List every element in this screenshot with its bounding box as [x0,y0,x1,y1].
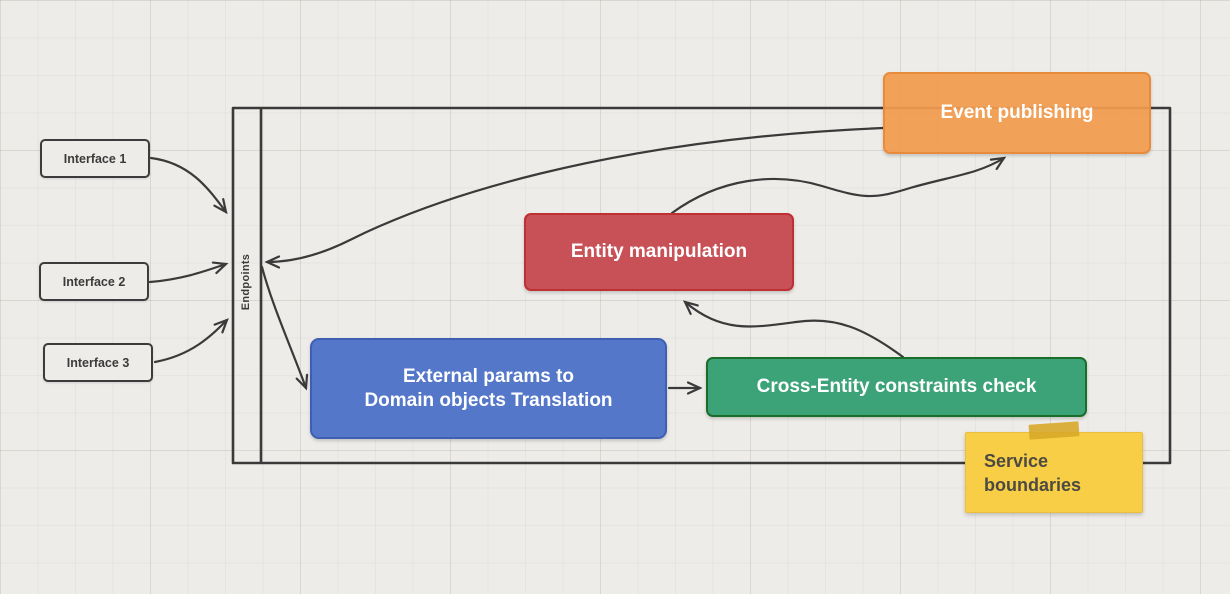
edge-interface-2-to-endpoints[interactable] [148,261,229,284]
interface-2-label: Interface 2 [62,274,126,289]
entity-manipulation-label: Entity manipulation [570,241,748,263]
constraints-check-box[interactable]: Cross-Entity constraints check [706,357,1087,417]
interface-3-label: Interface 3 [66,355,130,370]
interface-1-label: Interface 1 [63,151,127,166]
edge-interface-3-to-endpoints[interactable] [153,318,229,364]
event-publishing-label: Event publishing [940,102,1094,124]
endpoints-lane-label: Endpoints [240,253,252,311]
constraints-check-label: Cross-Entity constraints check [756,376,1037,398]
params-translation-box[interactable]: External params to Domain objects Transl… [310,338,667,439]
entity-manipulation-box[interactable]: Entity manipulation [524,213,794,291]
interface-3-box[interactable]: Interface 3 [43,343,153,382]
edge-event-publishing-to-endpoints[interactable] [264,126,885,269]
service-container-frame[interactable] [231,106,1172,465]
interface-2-box[interactable]: Interface 2 [39,262,149,301]
edge-constraints-check-to-entity-manipulation[interactable] [682,300,905,359]
edge-entity-manipulation-to-event-publishing[interactable] [670,156,1007,215]
params-translation-label: External params to Domain objects Transl… [364,365,613,411]
interface-1-box[interactable]: Interface 1 [40,139,150,178]
edge-endpoints-to-params-translation[interactable] [260,265,309,391]
event-publishing-box[interactable]: Event publishing [883,72,1151,154]
service-boundaries-note[interactable]: Service boundaries [965,432,1143,513]
edge-interface-1-to-endpoints[interactable] [149,156,228,215]
